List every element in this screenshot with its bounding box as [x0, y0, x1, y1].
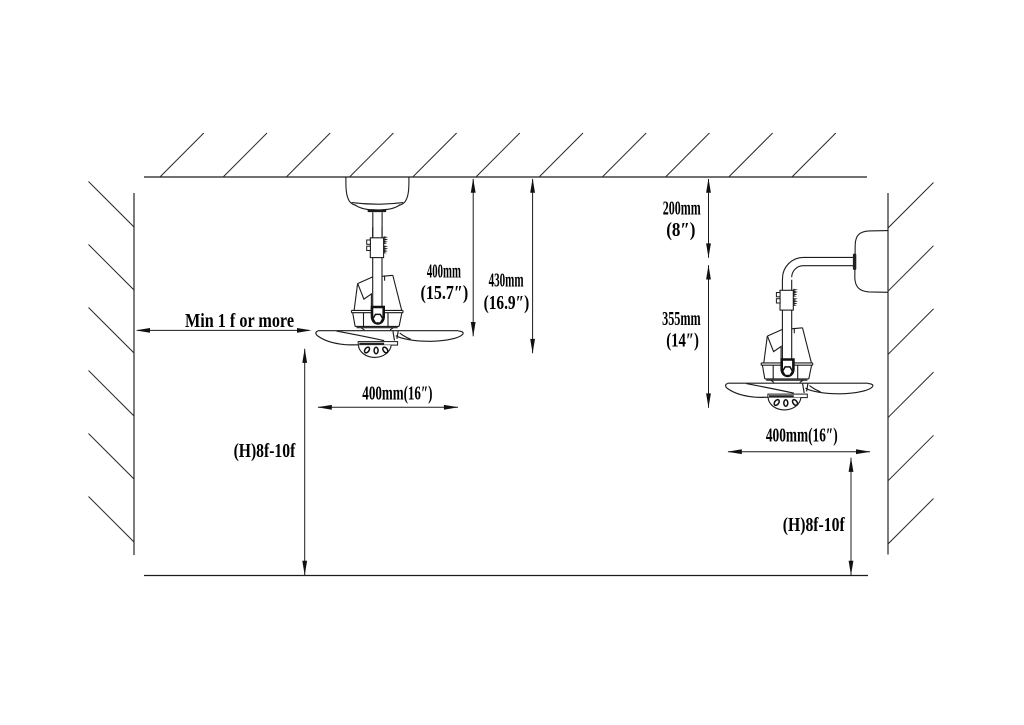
- svg-text:400mm: 400mm: [427, 261, 461, 283]
- svg-text:Min 1 f or more: Min 1 f or more: [185, 310, 294, 332]
- svg-text:355mm: 355mm: [662, 308, 701, 330]
- svg-text:200mm: 200mm: [663, 198, 701, 220]
- svg-text:(16.9″): (16.9″): [484, 292, 530, 314]
- svg-text:(8″): (8″): [666, 219, 695, 241]
- svg-text:(H)8f-10f: (H)8f-10f: [783, 514, 846, 536]
- svg-text:(H)8f-10f: (H)8f-10f: [234, 440, 297, 462]
- svg-text:(14″): (14″): [666, 329, 699, 351]
- svg-text:400mm(16″): 400mm(16″): [362, 383, 432, 405]
- svg-text:430mm: 430mm: [489, 270, 524, 292]
- svg-text:(15.7″): (15.7″): [421, 282, 469, 304]
- svg-text:400mm(16″): 400mm(16″): [766, 425, 838, 447]
